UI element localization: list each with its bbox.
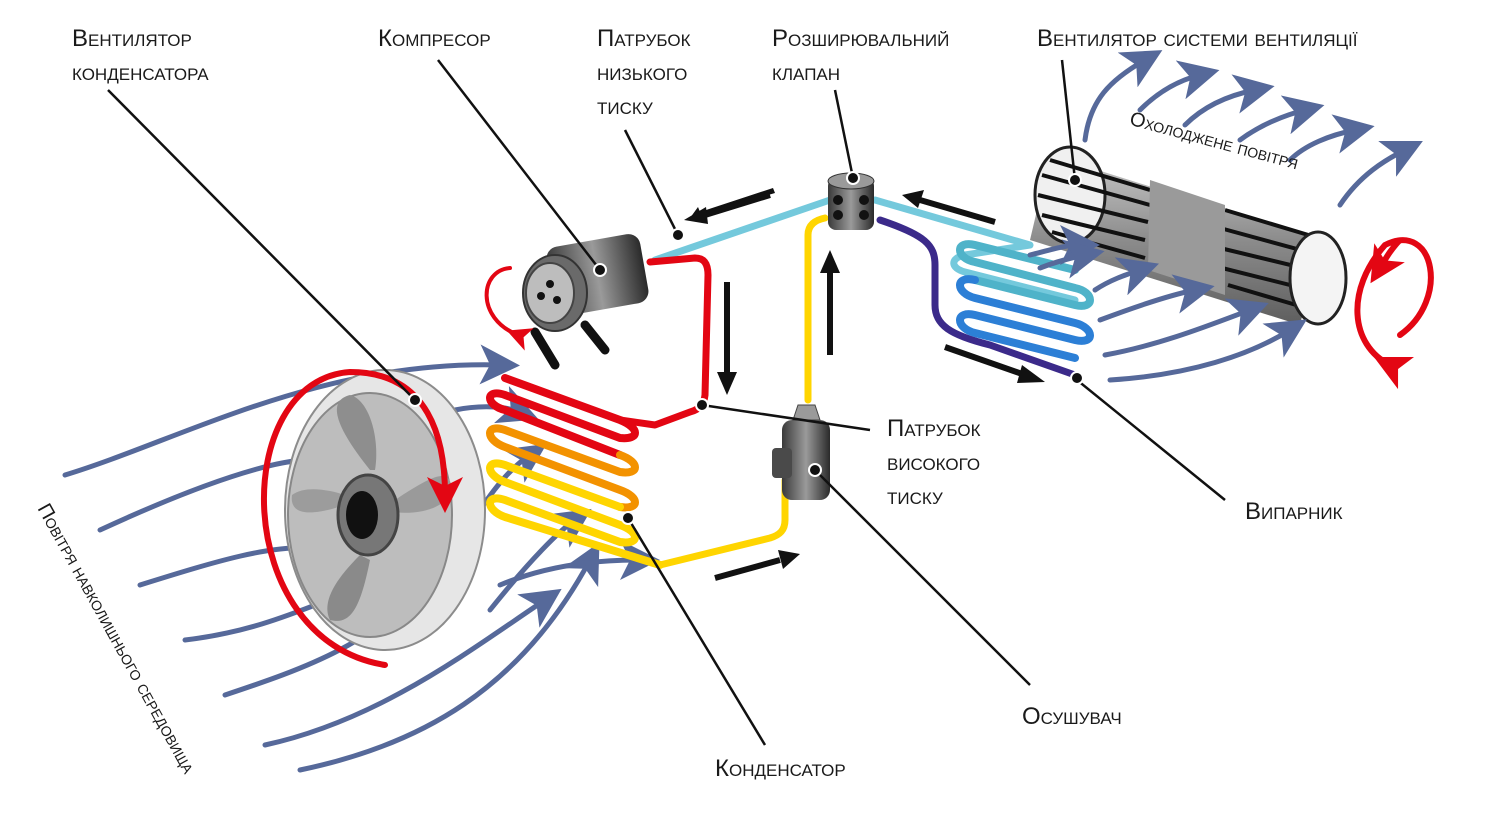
label-ventilation-fan: Вентилятор системи вентиляції — [1037, 22, 1358, 56]
refrigerant-pipes — [616, 196, 1079, 569]
air-arrow — [62, 344, 520, 478]
compressor-rotation-arrow — [484, 266, 534, 351]
air-arrow — [1337, 141, 1423, 208]
label-line: Вентилятор системи вентиляції — [1037, 25, 1358, 52]
label-line: Конденсатор — [715, 755, 846, 782]
label-condenser-fan: Вентилятор конденсатора — [72, 22, 209, 90]
label-line: Компресор — [378, 25, 491, 52]
label-line: тиску — [597, 93, 653, 120]
label-line: конденсатора — [72, 59, 209, 86]
label-line: високого — [887, 449, 981, 476]
air-arrow — [1097, 274, 1215, 323]
ventilation-fan — [1030, 145, 1348, 326]
air-arrow — [1137, 60, 1220, 113]
dryer — [772, 404, 830, 500]
air-arrow — [1237, 95, 1325, 143]
condenser-coil — [486, 374, 664, 569]
cooled-air-arrows — [1027, 50, 1423, 383]
flow-arrow — [1017, 365, 1045, 383]
label-high-pressure: Патрубок високого тиску — [887, 412, 981, 514]
label-line: клапан — [772, 59, 841, 86]
label-line: Вентилятор — [72, 25, 192, 52]
label-low-pressure: Патрубок низького тиску — [597, 22, 691, 124]
label-line: низького — [597, 59, 688, 86]
flow-arrow — [902, 190, 924, 208]
air-arrow — [1182, 74, 1275, 128]
label-line: Розширювальний — [772, 25, 950, 52]
label-line: Патрубок — [597, 25, 691, 52]
label-expansion-valve: Розширювальний клапан — [772, 22, 949, 90]
flow-arrow — [778, 550, 800, 569]
air-arrow — [1287, 114, 1375, 163]
air-arrow — [262, 588, 562, 748]
condenser-fan — [284, 369, 486, 651]
label-line: Випарник — [1245, 498, 1343, 525]
leader-dots — [408, 171, 1084, 525]
fan-rotation-arrow — [260, 368, 463, 668]
label-evaporator: Випарник — [1245, 495, 1343, 529]
air-arrow — [1092, 257, 1159, 296]
flow-arrow — [717, 372, 737, 395]
air-arrow — [297, 542, 600, 773]
label-line: тиску — [887, 483, 943, 510]
flow-direction-arrows — [684, 188, 1045, 581]
flow-arrow — [820, 250, 840, 273]
label-compressor: Компресор — [378, 22, 491, 56]
leader-lines — [107, 59, 1226, 746]
air-arrow — [1082, 50, 1163, 143]
label-line: Патрубок — [887, 415, 981, 442]
evaporator-coil — [956, 240, 1094, 362]
air-arrow — [1102, 298, 1269, 358]
air-arrow — [137, 526, 335, 588]
flow-arrow — [704, 192, 771, 218]
label-condenser: Конденсатор — [715, 752, 846, 786]
air-arrow — [1107, 319, 1307, 383]
label-dryer: Осушувач — [1022, 700, 1122, 734]
blower-rotation-arrow — [1354, 237, 1434, 390]
flow-arrow — [684, 207, 708, 224]
air-arrow — [1037, 239, 1105, 279]
label-line: Осушувач — [1022, 703, 1122, 730]
